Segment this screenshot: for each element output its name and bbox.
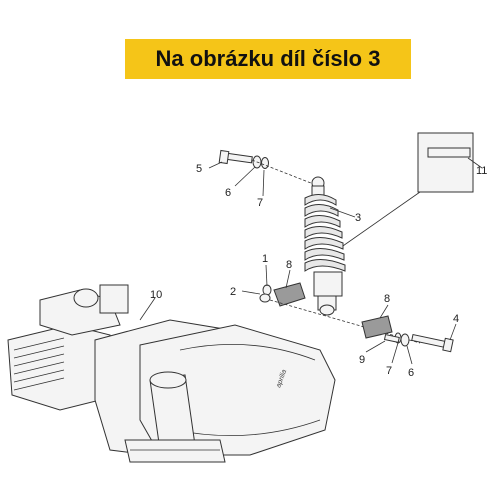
bolt-part bbox=[218, 149, 253, 165]
washer-part bbox=[252, 155, 269, 169]
engine-assembly-part bbox=[7, 284, 336, 463]
callout-8: 8 bbox=[286, 259, 292, 271]
callout-5: 5 bbox=[196, 163, 202, 175]
callout-6: 6 bbox=[408, 367, 414, 379]
title-banner: Na obrázku díl číslo 3 bbox=[125, 39, 411, 79]
callout-3: 3 bbox=[355, 212, 361, 224]
mounting-bracket-right bbox=[361, 315, 393, 339]
callout-4: 4 bbox=[453, 313, 459, 325]
callout-1: 1 bbox=[262, 253, 268, 265]
page-title: Na obrázku díl číslo 3 bbox=[155, 46, 381, 71]
lower-bolt-part bbox=[383, 332, 454, 353]
callout-7: 7 bbox=[386, 365, 392, 377]
callout-2: 2 bbox=[230, 286, 236, 298]
callout-10: 10 bbox=[150, 289, 162, 301]
callout-8: 8 bbox=[384, 293, 390, 305]
callout-9: 9 bbox=[359, 354, 365, 366]
callout-6: 6 bbox=[225, 187, 231, 199]
label-sticker-part bbox=[339, 132, 474, 249]
callout-11: 11 bbox=[476, 165, 487, 177]
mounting-bracket-left bbox=[259, 282, 306, 307]
callout-7: 7 bbox=[257, 197, 263, 209]
shock-absorber-part bbox=[304, 176, 346, 316]
